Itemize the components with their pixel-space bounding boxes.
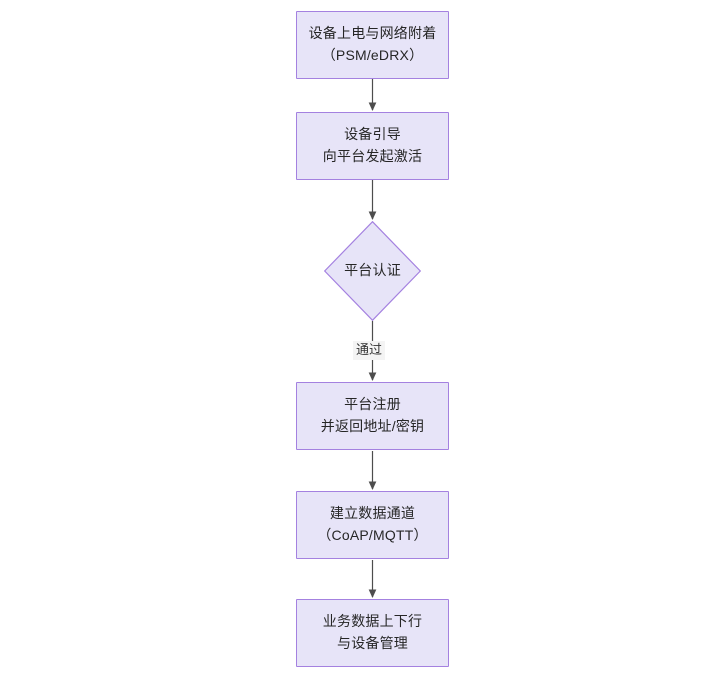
flow-node-platform-register-line-2: 并返回地址/密钥 xyxy=(320,418,425,434)
flow-node-platform-register-line-1: 平台注册 xyxy=(344,396,401,413)
diamond-shape-icon xyxy=(324,221,421,321)
flow-node-data-channel-line-1: 建立数据通道 xyxy=(329,505,416,522)
flow-node-power-on-line-2: （PSM/eDRX） xyxy=(321,47,424,63)
flow-node-data-channel[interactable]: 建立数据通道 （CoAP/MQTT） xyxy=(296,491,449,559)
flow-node-service-data[interactable]: 业务数据上下行 与设备管理 xyxy=(296,599,449,667)
flow-node-service-data-line-2: 与设备管理 xyxy=(337,635,408,651)
flow-node-platform-auth-label: 平台认证 xyxy=(344,262,401,279)
flow-node-power-on-line-1: 设备上电与网络附着 xyxy=(308,25,437,42)
flow-node-bootstrap[interactable]: 设备引导 向平台发起激活 xyxy=(296,112,449,180)
edge-label-pass-text: 通过 xyxy=(356,342,383,357)
flow-node-service-data-line-1: 业务数据上下行 xyxy=(322,613,423,630)
flow-node-power-on[interactable]: 设备上电与网络附着 （PSM/eDRX） xyxy=(296,11,449,79)
flow-node-bootstrap-line-1: 设备引导 xyxy=(344,126,401,143)
flow-node-platform-register[interactable]: 平台注册 并返回地址/密钥 xyxy=(296,382,449,450)
edge-label-pass: 通过 xyxy=(353,341,386,360)
flow-node-data-channel-line-2: （CoAP/MQTT） xyxy=(317,527,428,543)
flow-node-platform-auth[interactable]: 平台认证 xyxy=(324,221,421,321)
flow-node-bootstrap-line-2: 向平台发起激活 xyxy=(322,148,423,164)
